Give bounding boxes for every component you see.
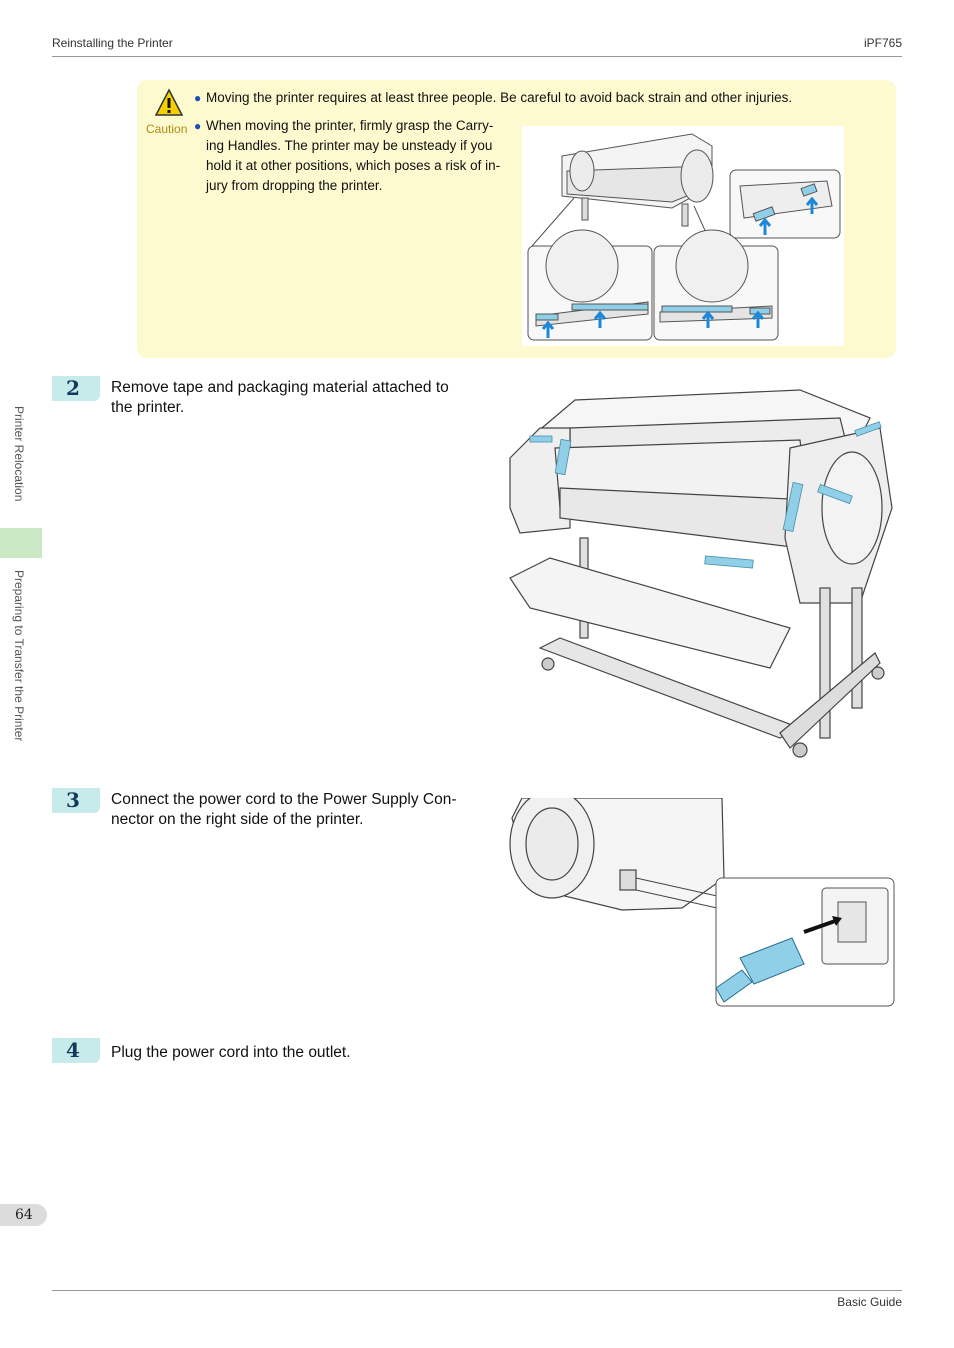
step-2-number: 2 bbox=[66, 376, 80, 400]
caution-icon bbox=[154, 88, 184, 116]
caution-bullet-2-line-4: jury from dropping the printer. bbox=[206, 178, 383, 193]
step-3-number: 3 bbox=[66, 788, 80, 812]
printer-tape-illustration bbox=[509, 389, 893, 758]
bullet-dot-icon: ● bbox=[194, 91, 202, 105]
step-4-number: 4 bbox=[66, 1038, 80, 1062]
running-header-model: iPF765 bbox=[863, 36, 902, 50]
caution-bullet-2-line-2: ing Handles. The printer may be unsteady… bbox=[206, 138, 493, 153]
step-4-line-1: Plug the power cord into the outlet. bbox=[111, 1044, 351, 1061]
footer-divider bbox=[52, 1290, 902, 1291]
carrying-handles-illustration bbox=[522, 126, 844, 346]
step-2-line-2: the printer. bbox=[111, 399, 185, 416]
step-3-badge bbox=[52, 788, 100, 813]
page-number: 64 bbox=[15, 1207, 33, 1223]
caution-bullet-2-line-1: When moving the printer, firmly grasp th… bbox=[206, 118, 494, 133]
page-number-tab bbox=[0, 1204, 47, 1226]
sidebar-section-label: Preparing to Transfer the Printer bbox=[12, 570, 26, 742]
power-connector-illustration bbox=[509, 798, 895, 1007]
step-2-badge bbox=[52, 376, 100, 401]
footer-guide-title: Basic Guide bbox=[837, 1295, 902, 1309]
sidebar-chapter-label: Printer Relocation bbox=[12, 406, 26, 502]
step-2-line-1: Remove tape and packaging material attac… bbox=[111, 379, 449, 396]
sidebar-highlight bbox=[0, 528, 42, 558]
running-header-section: Reinstalling the Printer bbox=[52, 36, 173, 50]
bullet-dot-icon: ● bbox=[194, 119, 202, 133]
header-divider bbox=[52, 56, 902, 57]
step-4-badge bbox=[52, 1038, 100, 1063]
step-3-line-1: Connect the power cord to the Power Supp… bbox=[111, 791, 457, 808]
caution-bullet-1: Moving the printer requires at least thr… bbox=[206, 90, 793, 105]
step-3-line-2: nector on the right side of the printer. bbox=[111, 811, 364, 828]
caution-label: Caution bbox=[146, 122, 188, 136]
caution-bullet-2-line-3: hold it at other positions, which poses … bbox=[206, 158, 501, 173]
